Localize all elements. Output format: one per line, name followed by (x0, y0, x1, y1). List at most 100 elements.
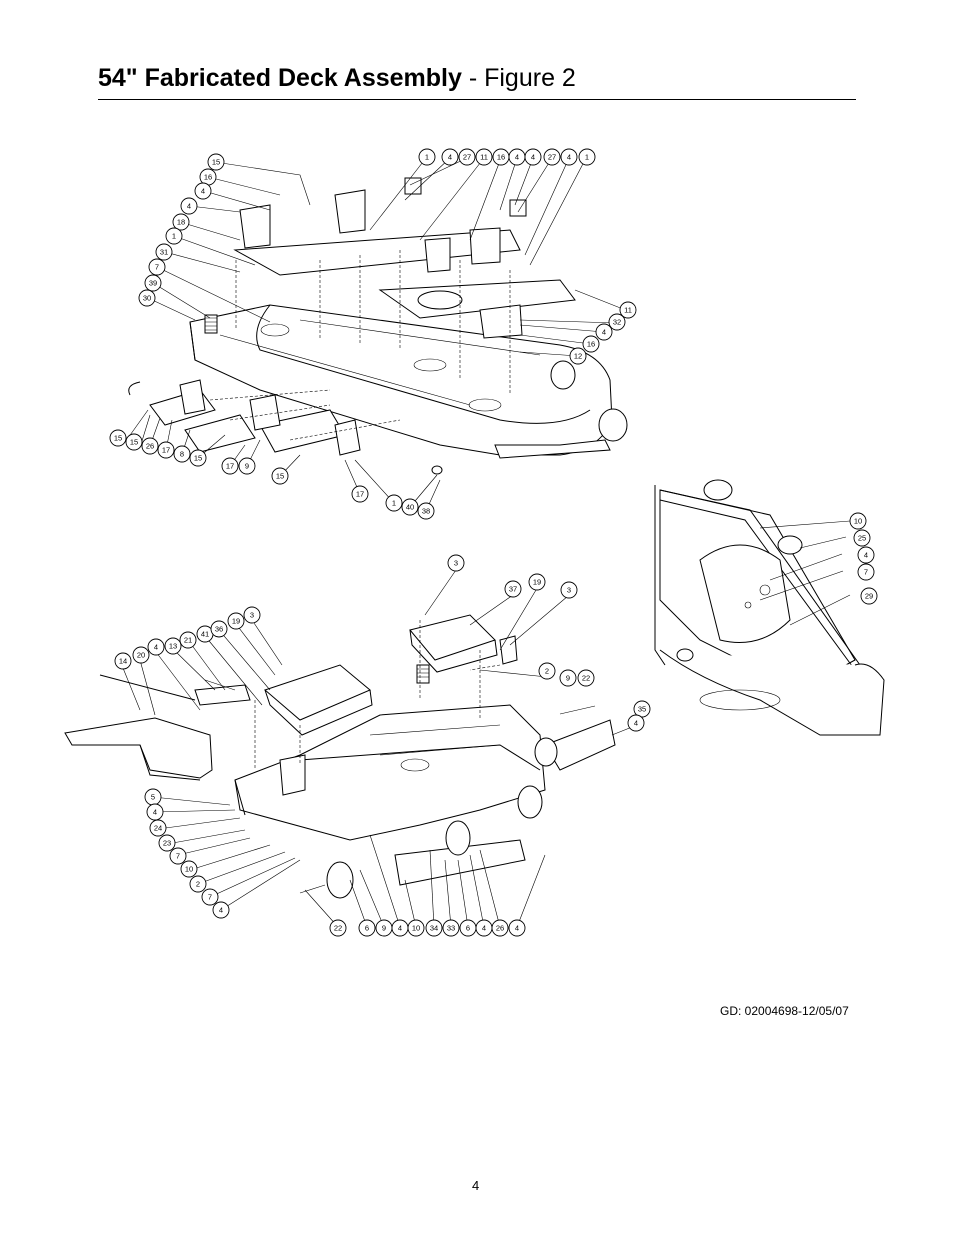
callout-label: 16 (497, 153, 505, 162)
top-deck-drawing (127, 157, 629, 512)
callout-label: 32 (613, 318, 621, 327)
callout-bubble: 19 (227, 612, 245, 630)
callout-label: 40 (406, 503, 414, 512)
callout-bubble: 15 (271, 467, 289, 485)
callout-label: 26 (496, 924, 504, 933)
callout-label: 19 (533, 578, 541, 587)
callout-label: 3 (250, 611, 254, 620)
callout-bubble: 39 (144, 274, 162, 292)
callout-label: 11 (624, 306, 632, 315)
callout-label: 31 (160, 248, 168, 257)
callout-label: 17 (226, 462, 234, 471)
callout-label: 4 (602, 328, 606, 337)
callout-bubble: 32 (608, 313, 626, 331)
callout-label: 8 (180, 450, 184, 459)
callout-label: 7 (864, 568, 868, 577)
callout-label: 4 (154, 643, 158, 652)
callout-bubble: 4 (147, 638, 165, 656)
callout-label: 11 (480, 153, 488, 162)
callout-label: 6 (365, 924, 369, 933)
callout-bubble: 31 (155, 243, 173, 261)
callout-bubble: 17 (157, 441, 175, 459)
callout-label: 41 (201, 630, 209, 639)
callout-bubble: 4 (391, 919, 409, 937)
inset-detail-drawing (654, 479, 885, 736)
callout-bubble: 2 (189, 875, 207, 893)
callout-bubble: 2 (538, 662, 556, 680)
callout-label: 27 (548, 153, 556, 162)
page-title-bold: 54" Fabricated Deck Assembly (98, 64, 462, 92)
callout-bubble: 9 (238, 457, 256, 475)
callout-label: 2 (545, 667, 549, 676)
callout-label: 10 (412, 924, 420, 933)
callout-label: 9 (245, 462, 249, 471)
callout-label: 20 (137, 651, 145, 660)
callout-label: 15 (276, 472, 284, 481)
callout-bubble: 19 (528, 573, 546, 591)
callout-label: 15 (130, 438, 138, 447)
callout-bubble: 1 (385, 494, 403, 512)
callout-bubble: 1 (578, 148, 596, 166)
callout-bubble: 13 (164, 637, 182, 655)
callout-label: 38 (422, 507, 430, 516)
callout-label: 14 (119, 657, 127, 666)
callout-label: 30 (143, 294, 151, 303)
callout-label: 34 (430, 924, 438, 933)
callout-label: 7 (176, 852, 180, 861)
callout-bubble: 33 (442, 919, 460, 937)
callout-bubble: 20 (132, 646, 150, 664)
callout-label: 2 (196, 880, 200, 889)
callouts-inset: 10 25 4 7 29 (849, 512, 878, 605)
callout-bubble: 36 (210, 620, 228, 638)
callout-bubble: 4 (212, 901, 230, 919)
callout-label: 9 (382, 924, 386, 933)
callout-label: 10 (185, 865, 193, 874)
callout-bubble: 15 (109, 429, 127, 447)
callout-label: 17 (162, 446, 170, 455)
callout-label: 26 (146, 442, 154, 451)
callout-bubble: 38 (417, 502, 435, 520)
callout-bubble: 9 (559, 669, 577, 687)
callout-bubble: 35 (633, 700, 651, 718)
callout-label: 7 (155, 263, 159, 272)
callout-bubble: 5 (144, 788, 162, 806)
callout-label: 36 (215, 625, 223, 634)
callout-label: 16 (587, 340, 595, 349)
callout-bubble: 6 (358, 919, 376, 937)
callout-bubble: 7 (857, 563, 875, 581)
callout-bubble: 3 (243, 606, 261, 624)
callout-bubble: 10 (180, 860, 198, 878)
callout-label: 5 (151, 793, 155, 802)
callout-bubble: 11 (475, 148, 493, 166)
callout-label: 13 (169, 642, 177, 651)
callout-bubble: 4 (857, 546, 875, 564)
callout-bubble: 24 (149, 819, 167, 837)
callout-label: 7 (208, 893, 212, 902)
callout-label: 15 (194, 454, 202, 463)
callout-bubble: 7 (201, 888, 219, 906)
callout-label: 19 (232, 617, 240, 626)
callout-label: 4 (515, 924, 519, 933)
callout-bubble: 15 (207, 153, 225, 171)
callout-label: 4 (219, 906, 223, 915)
callout-bubble: 4 (560, 148, 578, 166)
callout-bubble: 1 (418, 148, 436, 166)
callout-bubble: 7 (169, 847, 187, 865)
callout-bubble: 17 (221, 457, 239, 475)
callout-label: 25 (858, 534, 866, 543)
callout-label: 23 (163, 839, 171, 848)
callout-bubble: 30 (138, 289, 156, 307)
bottom-deck-drawing (64, 569, 643, 928)
page-title-rest: - Figure 2 (461, 64, 576, 92)
callout-label: 37 (509, 585, 517, 594)
callout-bubble: 15 (189, 449, 207, 467)
callout-bubble: 4 (146, 803, 164, 821)
callout-bubble: 4 (595, 323, 613, 341)
callout-bubble: 10 (407, 919, 425, 937)
callout-label: 4 (515, 153, 519, 162)
callout-bubble: 26 (491, 919, 509, 937)
callout-bubble: 7 (148, 258, 166, 276)
callout-label: 24 (154, 824, 162, 833)
callouts-top: 15 16 4 4 1 8 1 31 7 39 30 1 4 27 11 16 4… (109, 148, 637, 520)
callout-label: 15 (212, 158, 220, 167)
